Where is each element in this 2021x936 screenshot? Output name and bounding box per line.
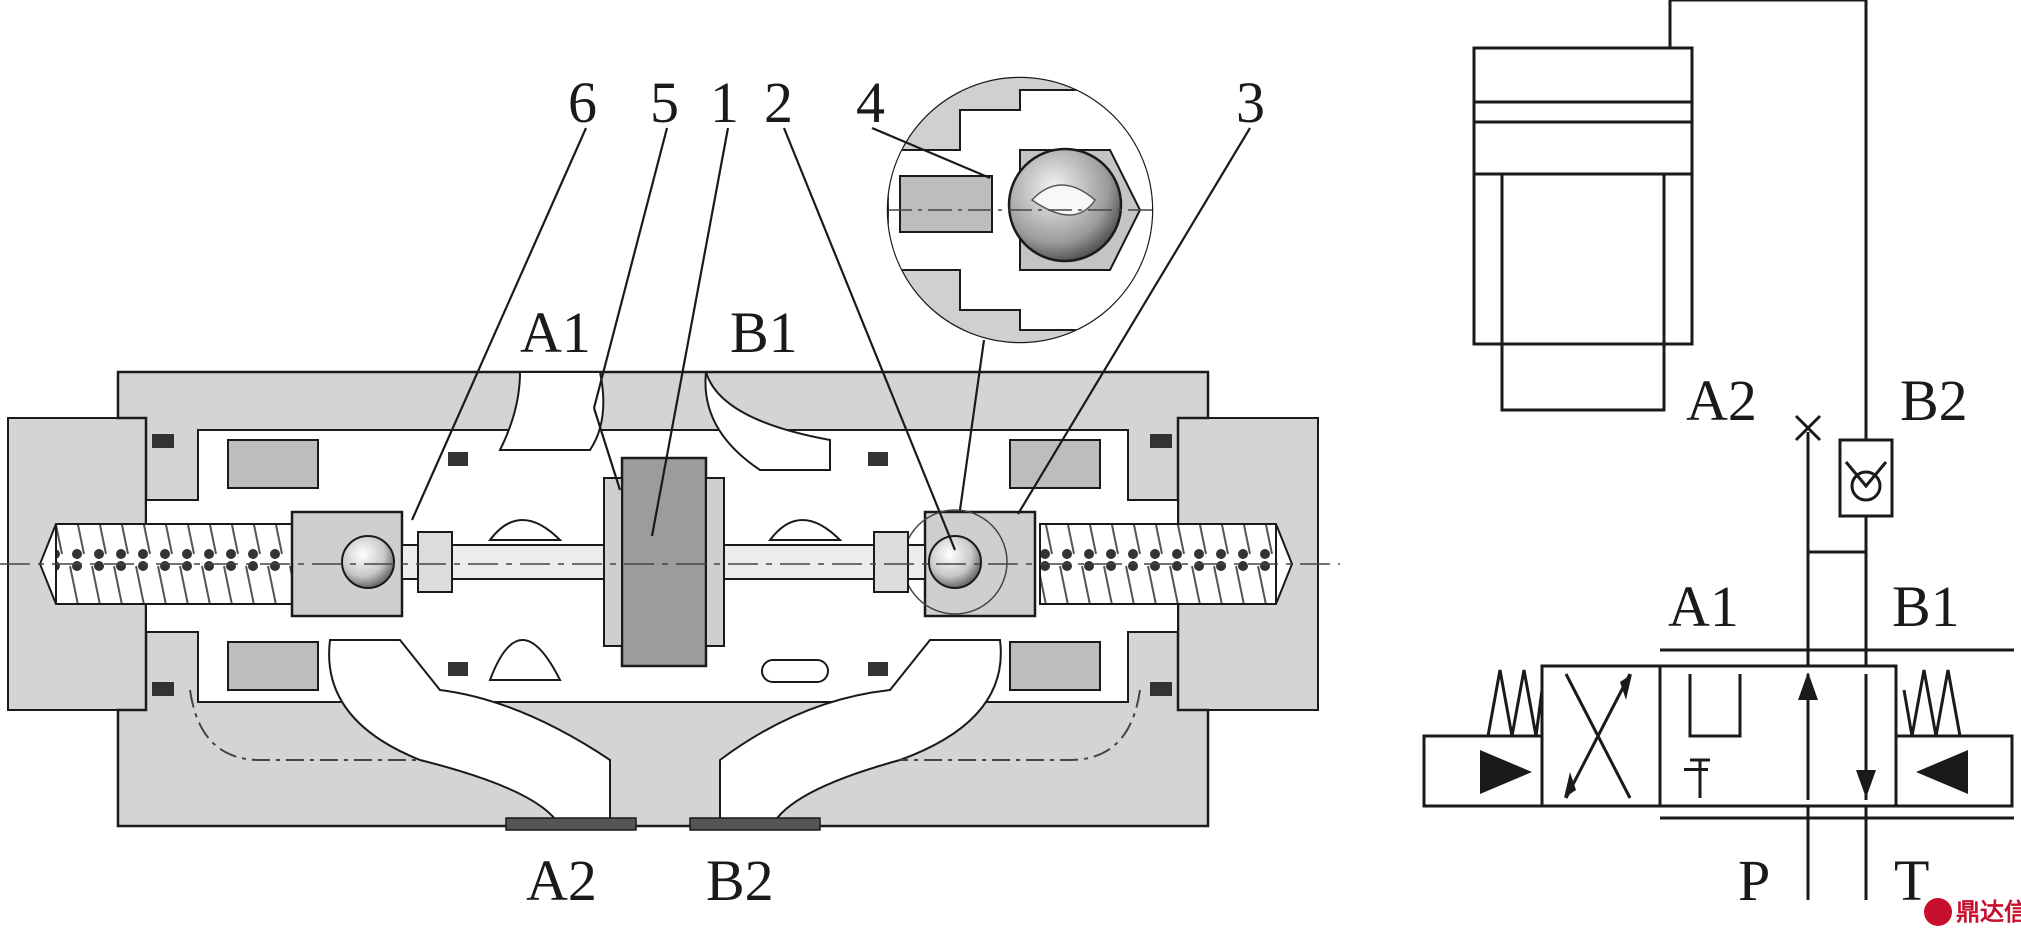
callout-3: 3 xyxy=(1236,70,1265,135)
callout-2: 2 xyxy=(764,70,793,135)
valve-box-left xyxy=(1540,664,1662,808)
chamber-slot xyxy=(761,659,829,683)
center-up-arrow-icon xyxy=(1798,672,1818,700)
leader-3 xyxy=(1017,127,1251,515)
spool-land xyxy=(620,456,708,668)
right-sleeve xyxy=(1009,439,1101,489)
callout-4: 4 xyxy=(856,70,885,135)
schematic-label-t: T xyxy=(1894,848,1929,913)
seal-ring xyxy=(1150,434,1172,448)
tank-stub xyxy=(1684,768,1708,771)
watermark-text: 鼎达信 xyxy=(1956,898,2021,926)
watermark: 鼎达信 xyxy=(1924,898,2021,926)
center-down-arrow-icon xyxy=(1856,770,1876,798)
cylinder-symbol xyxy=(1472,46,1694,412)
spring-right-symbol xyxy=(1902,669,1962,737)
hidden-passage-right xyxy=(900,689,1141,761)
callout-6: 6 xyxy=(568,70,597,135)
callout-1: 1 xyxy=(710,70,739,135)
section-label-b2: B2 xyxy=(706,848,774,913)
detail-zoom-view xyxy=(886,76,1154,344)
chamber-upper-right xyxy=(767,519,843,541)
chamber-lower-left xyxy=(488,639,562,681)
seal-ring xyxy=(448,662,468,676)
seal-ring xyxy=(448,452,468,466)
leader-1 xyxy=(650,127,730,537)
seal-ring xyxy=(1150,682,1172,696)
check-valve-ball xyxy=(1850,470,1882,502)
callout-5: 5 xyxy=(650,70,679,135)
valve-cross-section xyxy=(0,370,1340,831)
schematic-label-a1: A1 xyxy=(1668,574,1739,639)
leader-lines xyxy=(410,126,1251,551)
hydraulic-schematic xyxy=(1422,0,2014,900)
spool-left-collar xyxy=(417,531,453,593)
left-sleeve xyxy=(227,439,319,489)
seal-ring xyxy=(868,452,888,466)
schematic-label-p: P xyxy=(1738,848,1770,913)
schematic-label-a2: A2 xyxy=(1686,368,1757,433)
chamber-upper-left xyxy=(487,519,563,541)
port-b2-flange xyxy=(689,817,821,831)
spool-land-edge xyxy=(705,477,725,647)
port-a1-passage xyxy=(498,371,605,451)
left-check-ball xyxy=(341,535,395,589)
solenoid-right-arrow-icon xyxy=(1916,750,1968,794)
check-valve-symbol xyxy=(1838,438,1894,518)
hidden-passage-left xyxy=(189,689,420,761)
section-label-a1: A1 xyxy=(520,300,591,365)
left-sleeve xyxy=(227,641,319,691)
leader-4-lower xyxy=(958,339,986,511)
line-check-to-b1 xyxy=(1808,516,1868,554)
right-sleeve xyxy=(1009,641,1101,691)
solenoid-left-arrow-icon xyxy=(1480,750,1532,794)
spool-land-edge xyxy=(603,477,623,647)
cross-arrow-icon xyxy=(1564,772,1576,798)
schematic-arrowheads xyxy=(1480,672,1968,798)
leader-6 xyxy=(410,127,588,521)
watermark-logo-icon xyxy=(1924,898,1952,926)
schematic-label-b2: B2 xyxy=(1900,368,1968,433)
leader-2 xyxy=(782,127,957,551)
right-check-ball xyxy=(928,535,982,589)
port-a2-passage xyxy=(328,639,611,827)
schematic-label-b1: B1 xyxy=(1892,574,1960,639)
spring-left-symbol xyxy=(1486,669,1544,737)
cross-arrow-icon xyxy=(1620,674,1632,700)
leader-5 xyxy=(592,127,669,409)
section-label-b1: B1 xyxy=(730,300,798,365)
seal-ring xyxy=(152,434,174,448)
leader-5-branch xyxy=(592,407,622,491)
blocked-marker-x-icon xyxy=(1794,414,1822,442)
port-b2-passage xyxy=(719,639,1002,827)
spool-right-collar xyxy=(873,531,909,593)
leader-4 xyxy=(871,126,991,180)
port-a2-flange xyxy=(505,817,637,831)
port-b1-passage xyxy=(704,371,831,471)
seal-ring xyxy=(152,682,174,696)
line-cylinder-b2 xyxy=(1668,0,1868,440)
seal-ring xyxy=(868,662,888,676)
section-label-a2: A2 xyxy=(526,848,597,913)
